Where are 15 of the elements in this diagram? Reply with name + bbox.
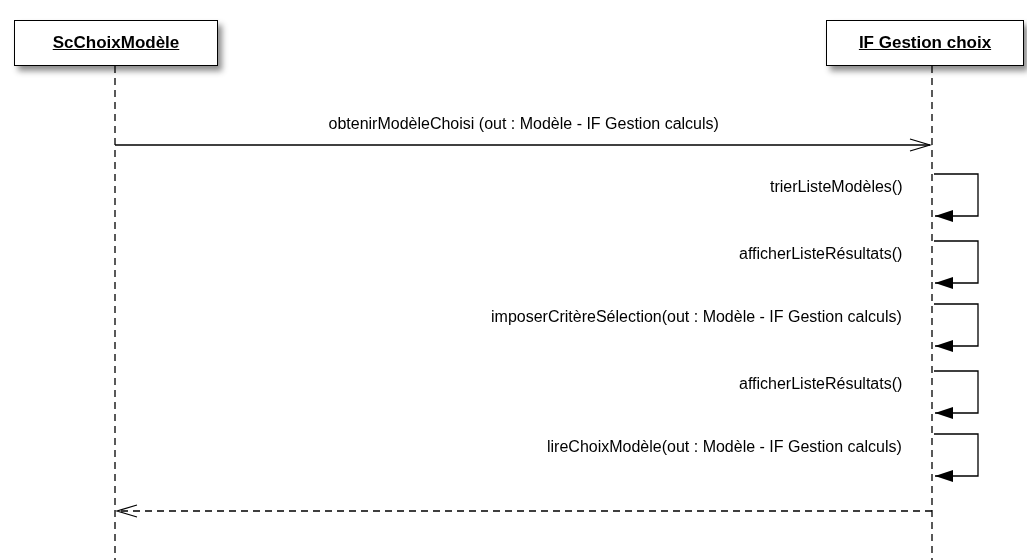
return-arrow	[116, 504, 933, 518]
self-message-arrow	[933, 240, 979, 289]
message-arrow	[114, 138, 931, 152]
lifeline-head-box: IF Gestion choix	[826, 20, 1024, 66]
message-label: imposerCritèreSélection(out : Modèle - IF Gestion calculs)	[489, 308, 904, 326]
self-message-arrow	[933, 433, 979, 482]
message-label: trierListeModèles()	[768, 178, 905, 196]
self-message-arrow	[933, 173, 979, 222]
self-message-arrow	[933, 303, 979, 352]
lifeline-head-box: ScChoixModèle	[14, 20, 218, 66]
message-label: afficherListeRésultats()	[737, 375, 905, 393]
message-label: lireChoixModèle(out : Modèle - IF Gestion calculs)	[545, 438, 904, 456]
message-label: afficherListeRésultats()	[737, 245, 905, 263]
self-message-arrow	[933, 370, 979, 419]
message-label: obtenirModèleChoisi (out : Modèle - IF Gestion calculs)	[326, 115, 721, 133]
